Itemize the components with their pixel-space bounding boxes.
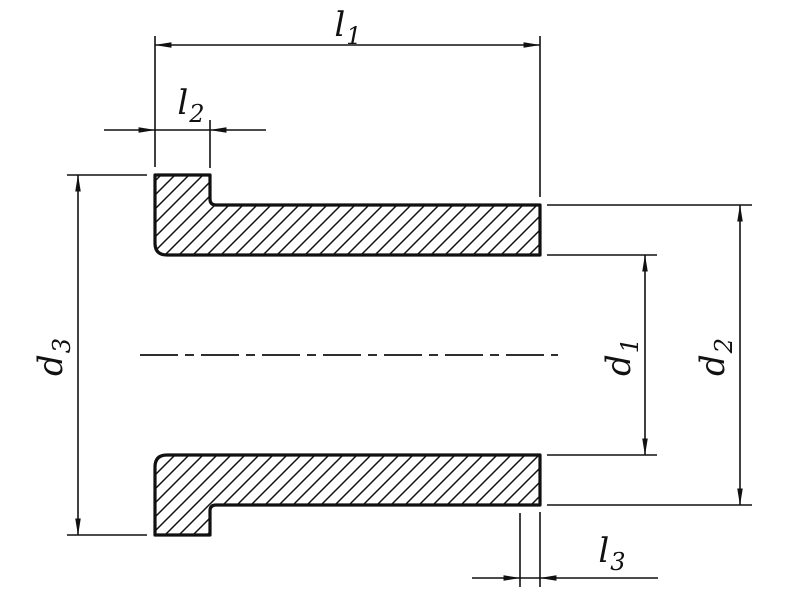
dim-label-d3: d3 [31,338,76,376]
dim-label-l3: l3 [598,531,625,576]
dim-l2: l2 [104,83,266,168]
bushing-upper-wall [153,173,542,257]
dim-d1: d1 [547,254,657,456]
bushing-lower-wall [153,453,542,537]
bushing-cross-section [140,173,558,537]
dim-label-l1: l1 [334,5,361,50]
dim-label-l2: l2 [177,83,204,128]
dim-l3: l3 [472,512,658,587]
dim-d3: d3 [31,174,147,536]
dim-d2: d2 [547,204,752,506]
dim-label-d2: d2 [693,338,738,376]
dim-l1: l1 [154,5,541,197]
dim-label-d1: d1 [599,338,644,376]
